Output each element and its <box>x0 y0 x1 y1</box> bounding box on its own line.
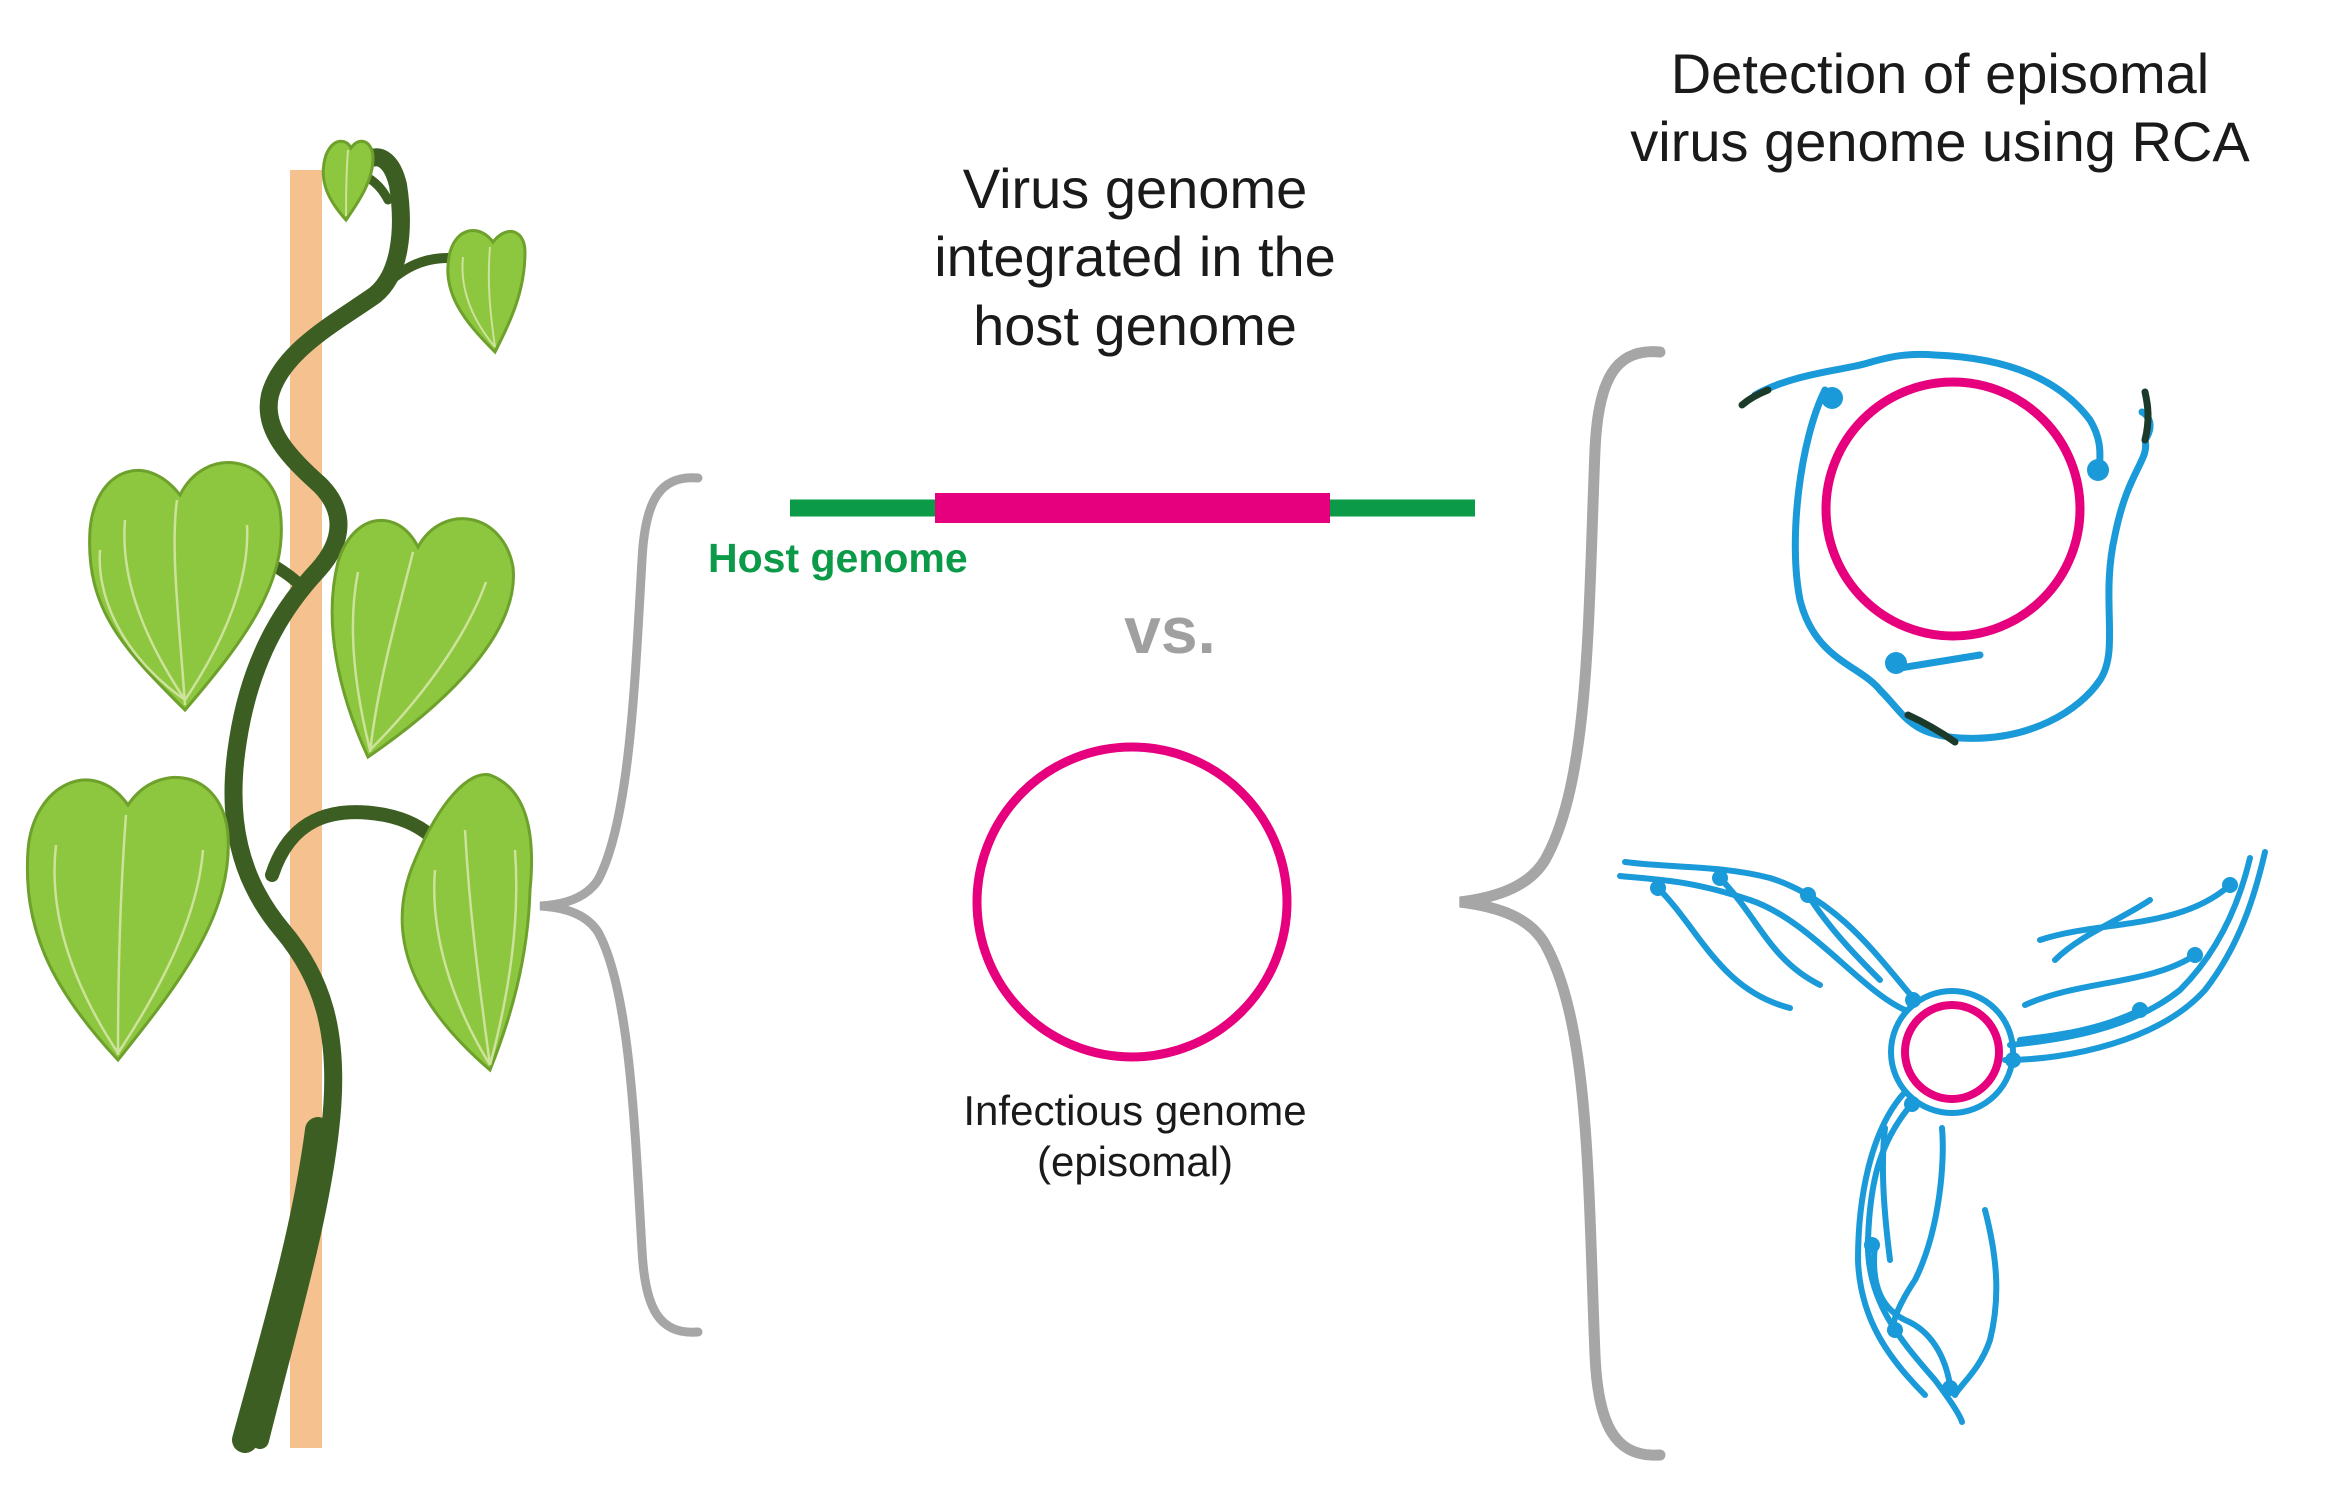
rca-branch <box>2022 952 2198 1008</box>
episomal-genome-circle <box>972 742 1292 1062</box>
rca-branch <box>1952 1207 2000 1398</box>
label-line: Infectious genome <box>963 1087 1307 1134</box>
integrated-virus-segment <box>935 493 1330 523</box>
versus-label: vs. <box>1124 593 1216 667</box>
left-brace <box>539 473 703 1337</box>
rca-primer-end <box>1904 711 1959 746</box>
polymerase-dot <box>1800 887 1816 903</box>
rca-branch <box>2007 855 2253 1048</box>
rca-primer-end <box>2141 388 2152 444</box>
rca-circle-diagram <box>1738 350 2154 746</box>
rca-branch <box>1805 892 1883 983</box>
rca-primer-end <box>1738 386 1772 409</box>
title-line: integrated in the <box>934 225 1336 289</box>
plant-illustration <box>25 139 534 1453</box>
rca-product-strand <box>1896 651 1984 672</box>
polymerase-dot <box>2187 947 2203 963</box>
title-line: Detection of episomal <box>1670 42 2210 105</box>
integrated-genome <box>790 493 1475 523</box>
rca-branch <box>2052 897 2153 963</box>
title-line: Virus genome <box>962 157 1308 220</box>
host-genome-label: Host genome <box>708 535 968 581</box>
polymerase-dot <box>1887 1322 1903 1338</box>
rca-template-circle <box>1821 377 2085 641</box>
integrated-genome-title: Virus genome integrated in the host geno… <box>840 155 1430 360</box>
rca-branch <box>1890 1125 1946 1333</box>
rca-product-strand <box>1751 350 2104 474</box>
rca-branch <box>2017 1007 2143 1043</box>
polymerase-dot <box>1712 870 1728 886</box>
label-line: (episomal) <box>1036 1138 1234 1186</box>
rca-branch <box>1854 1089 1928 1398</box>
polymerase-dot <box>2132 1002 2148 1018</box>
plant-branch <box>375 253 453 295</box>
polymerase-dot <box>2087 459 2109 481</box>
leaf <box>446 229 527 355</box>
rca-product-strand <box>1791 386 2150 742</box>
leaf <box>330 517 515 760</box>
polymerase-dot <box>1864 1237 1880 1253</box>
rca-branch <box>1871 1242 1953 1388</box>
leaf <box>25 775 230 1063</box>
plant-stem-base <box>232 1117 331 1453</box>
polymerase-dot <box>2005 1052 2021 1068</box>
infectious-genome-label: Infectious genome (episomal) <box>880 1085 1390 1187</box>
polymerase-dot <box>1885 652 1907 674</box>
polymerase-dot <box>1942 1380 1958 1396</box>
rca-branch <box>1617 873 1908 1013</box>
rca-template-circle-small <box>1901 1001 2003 1103</box>
rca-branch <box>1622 859 1918 1003</box>
rca-hyperbranched-diagram <box>1617 849 2268 1425</box>
title-line: host genome <box>973 293 1297 357</box>
right-brace <box>1459 346 1666 1461</box>
leaf <box>400 772 534 1073</box>
rca-detection-title: Detection of episomal virus genome using… <box>1560 40 2320 177</box>
polymerase-dot <box>1904 1096 1920 1112</box>
rca-product-ring <box>1888 988 2016 1116</box>
rca-branch <box>2002 849 2268 1063</box>
leaf <box>321 139 375 223</box>
polymerase-dot <box>1821 387 1843 409</box>
polymerase-dot <box>2222 877 2238 893</box>
rca-branch <box>1879 1125 1893 1263</box>
rca-branch <box>1655 885 1793 1011</box>
polymerase-dot <box>1650 880 1666 896</box>
rca-branch <box>1717 875 1823 988</box>
title-line: virus genome using RCA <box>1630 110 2250 174</box>
plant-branch <box>265 805 442 882</box>
leaf <box>88 461 283 713</box>
polymerase-dot <box>1905 992 1921 1008</box>
rca-branch <box>2037 882 2233 943</box>
